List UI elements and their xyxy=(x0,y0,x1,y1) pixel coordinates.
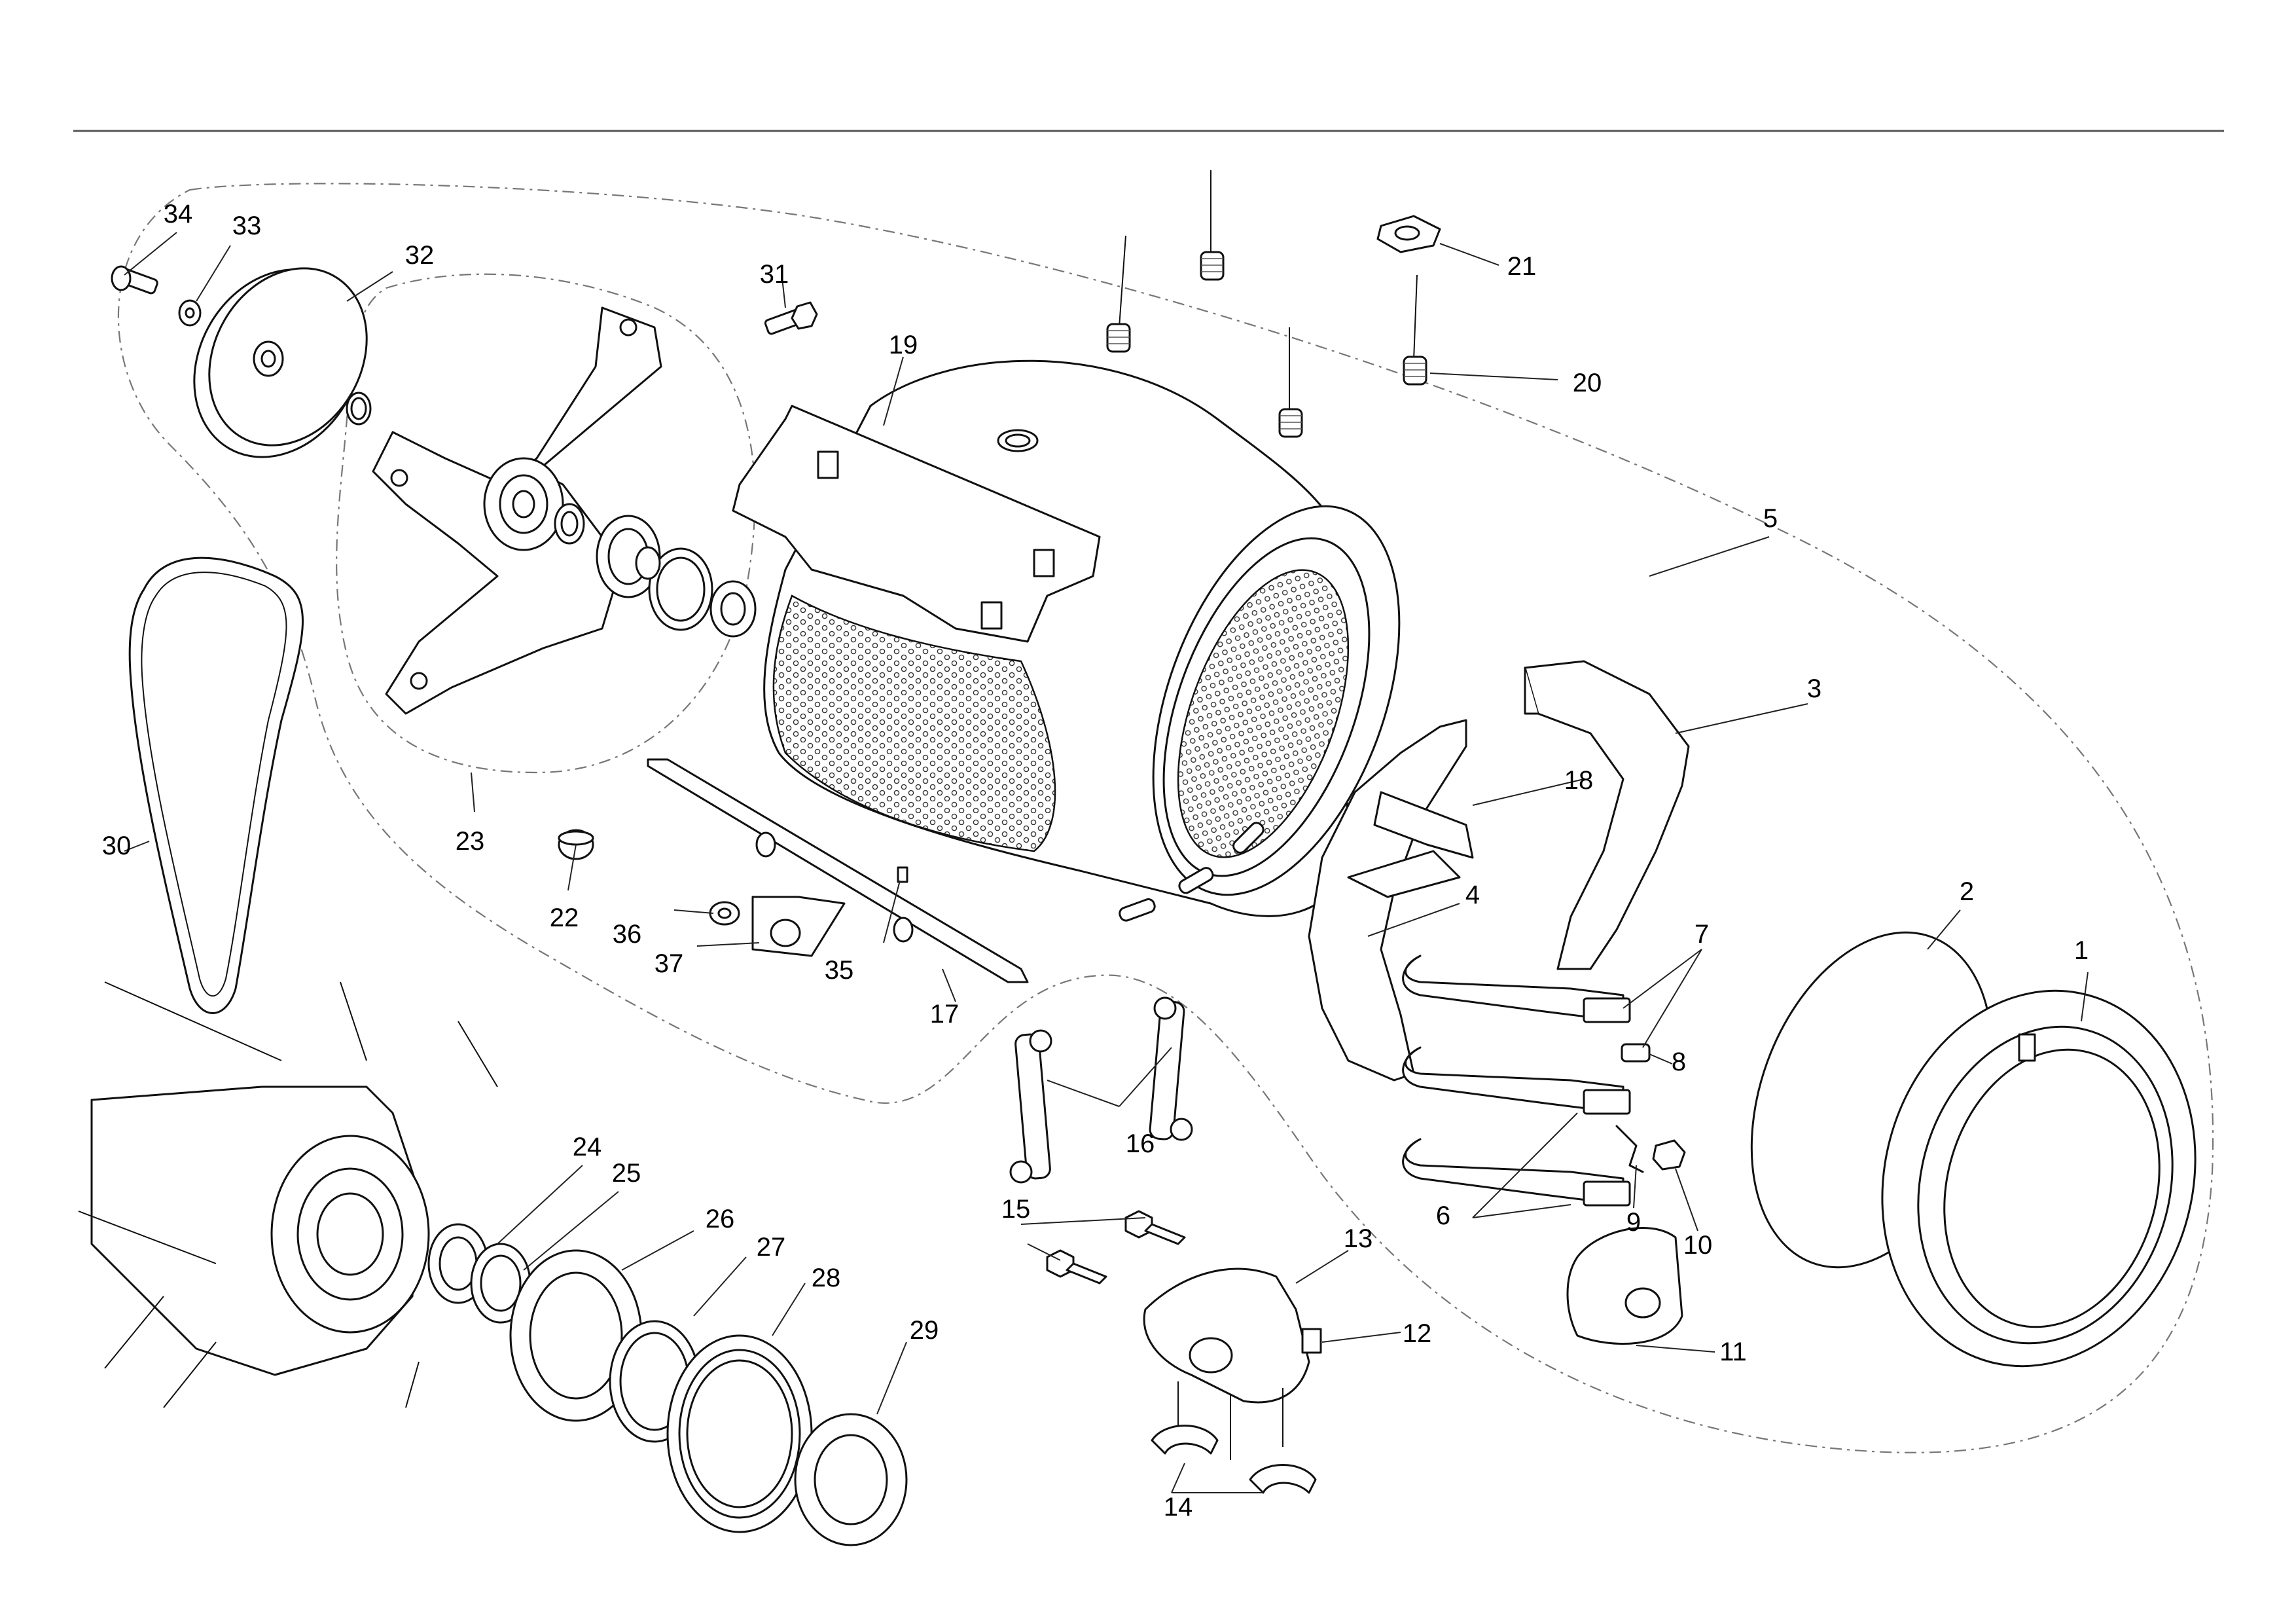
heater-nut xyxy=(1652,1139,1686,1171)
pulley-screw xyxy=(111,265,158,295)
callout-4: 4 xyxy=(1465,881,1480,909)
strip-plate xyxy=(751,896,846,957)
callout-20: 20 xyxy=(1573,369,1602,397)
callout-7: 7 xyxy=(1695,920,1709,949)
callout-32: 32 xyxy=(405,241,435,270)
callout-18: 18 xyxy=(1564,766,1594,795)
callout-21: 21 xyxy=(1507,252,1537,281)
tub-springs xyxy=(1106,170,1427,438)
callout-10: 10 xyxy=(1683,1231,1713,1260)
pump-filter-cover xyxy=(1566,1227,1683,1345)
shock-absorbers xyxy=(1009,996,1193,1184)
callout-34: 34 xyxy=(164,200,193,228)
pump-screws xyxy=(1046,1210,1186,1285)
callout-27: 27 xyxy=(757,1233,786,1262)
heater-elements xyxy=(1402,955,1631,1207)
bearing-29 xyxy=(794,1413,908,1546)
strip-washer xyxy=(709,901,740,926)
pulley-ring xyxy=(346,392,372,426)
callout-37: 37 xyxy=(655,949,684,978)
pump-clamps xyxy=(1151,1425,1317,1494)
callout-9: 9 xyxy=(1626,1208,1641,1237)
callout-15: 15 xyxy=(1001,1195,1031,1224)
callout-labels: 1 2 3 4 5 6 7 8 9 10 11 12 13 14 15 16 1… xyxy=(102,200,2089,1522)
callout-24: 24 xyxy=(573,1133,602,1161)
counterweight-strip xyxy=(647,758,1029,983)
callout-8: 8 xyxy=(1672,1048,1686,1076)
callout-22: 22 xyxy=(550,903,579,932)
callout-36: 36 xyxy=(613,920,642,949)
spring-clip xyxy=(1376,215,1441,253)
temperature-sensor xyxy=(1621,1043,1651,1063)
pulley xyxy=(193,267,368,458)
tub-front xyxy=(1881,989,2197,1368)
drive-belt xyxy=(128,556,304,1014)
drain-pump xyxy=(1143,1267,1322,1460)
callout-30: 30 xyxy=(102,831,132,860)
callout-14: 14 xyxy=(1164,1493,1193,1522)
pulley-washer xyxy=(178,299,202,327)
callout-33: 33 xyxy=(232,211,262,240)
callout-17: 17 xyxy=(930,1000,960,1029)
drum-group-outline xyxy=(336,273,756,774)
callout-5: 5 xyxy=(1763,504,1778,533)
callout-16: 16 xyxy=(1126,1129,1155,1158)
strip-screw xyxy=(897,866,908,883)
callout-12: 12 xyxy=(1403,1319,1432,1348)
callout-2: 2 xyxy=(1960,877,1974,906)
callout-19: 19 xyxy=(889,331,918,359)
detail-inset-tub-rear xyxy=(78,981,498,1408)
callout-28: 28 xyxy=(812,1264,841,1292)
counterweight-bracket xyxy=(1347,791,1474,898)
callout-6: 6 xyxy=(1436,1201,1450,1230)
bearing-kit xyxy=(554,503,757,638)
callout-1: 1 xyxy=(2074,936,2089,965)
tub-group-outline xyxy=(117,183,2214,1453)
callout-31: 31 xyxy=(760,260,789,289)
callout-35: 35 xyxy=(825,956,854,985)
heater-clip xyxy=(1615,1125,1644,1173)
callout-11: 11 xyxy=(1719,1338,1747,1366)
bearing-seal-28 xyxy=(666,1334,813,1533)
callout-13: 13 xyxy=(1344,1224,1373,1253)
callout-26: 26 xyxy=(706,1205,735,1233)
drum-spider xyxy=(372,306,662,715)
callout-3: 3 xyxy=(1807,674,1821,703)
callout-23: 23 xyxy=(456,827,485,856)
spider-bolt xyxy=(764,301,818,335)
drum-lifter-bracket xyxy=(732,405,1101,643)
callout-25: 25 xyxy=(612,1159,641,1188)
front-counterweight xyxy=(1524,660,1690,970)
leader-lines xyxy=(124,232,2089,1493)
callout-29: 29 xyxy=(910,1316,939,1345)
